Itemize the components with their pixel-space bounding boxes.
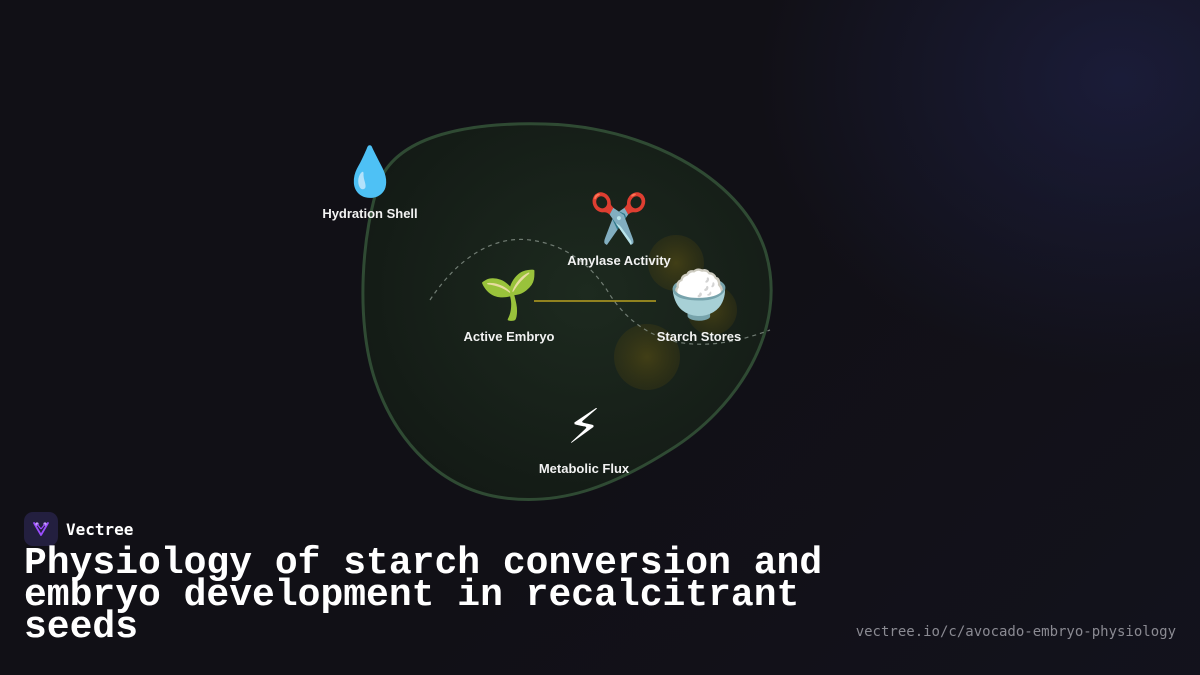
node-label: Starch Stores [656,329,742,344]
node-label: Amylase Activity [567,253,671,268]
page-url[interactable]: vectree.io/c/avocado-embryo-physiology [855,624,1176,640]
node-hydration-shell: 💧 Hydration Shell [290,144,450,221]
rice-bowl-icon: 🍚 [669,267,729,323]
node-label: Active Embryo [463,329,555,344]
starch-granule [614,324,680,390]
node-amylase-activity: ✂️ Amylase Activity [539,191,699,268]
page-title: Physiology of starch conversion and embr… [24,542,823,649]
brand[interactable]: Vectree [24,512,133,546]
node-metabolic-flux: ⚡ Metabolic Flux [504,399,664,476]
vectree-logo-icon [24,512,58,546]
starch-granule [687,285,737,335]
node-label: Metabolic Flux [538,461,630,476]
brand-name: Vectree [66,519,134,539]
node-active-embryo: 🌱 Active Embryo [429,267,589,344]
lightning-icon: ⚡ [567,399,601,455]
water-drop-icon: 💧 [340,144,400,200]
seed-blob [361,122,773,502]
starch-granule [648,235,704,291]
node-label: Hydration Shell [322,206,418,221]
hydration-path [429,238,771,345]
seedling-icon: 🌱 [479,267,539,323]
node-starch-stores: 🍚 Starch Stores [619,267,779,344]
scissors-icon: ✂️ [589,191,649,247]
